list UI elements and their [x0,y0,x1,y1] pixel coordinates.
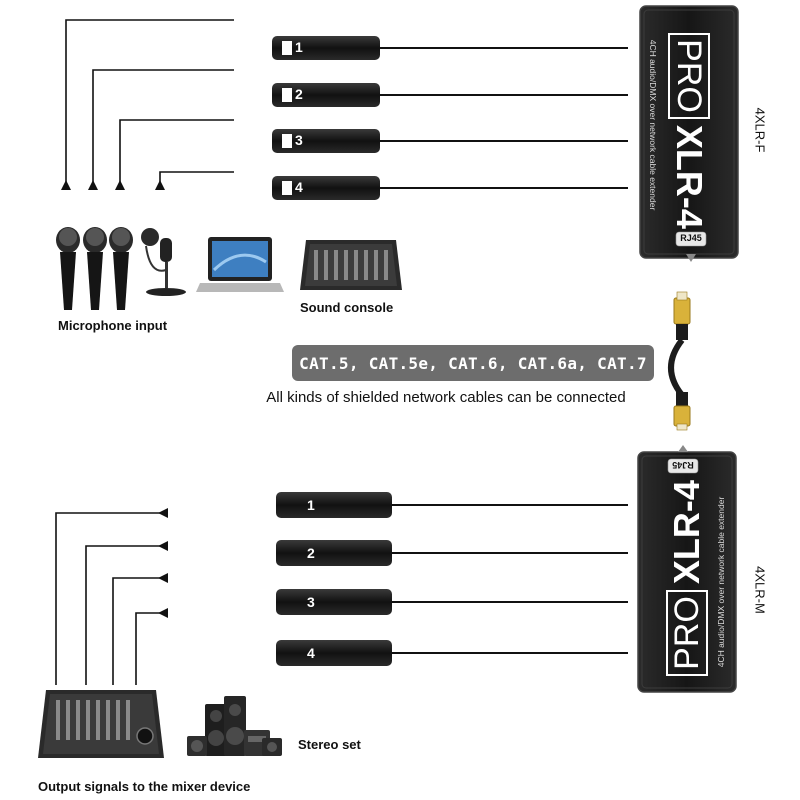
top-channel-3-label: 3 [295,132,303,148]
top-xlr-connectors [272,36,628,200]
bottom-channel-3-label: 3 [307,594,315,610]
bottom-device-brand: PRO [666,590,708,676]
shielded-cable-note: All kinds of shielded network cables can… [266,389,626,406]
bottom-arrowheads [158,508,168,618]
network-cable-icon [668,291,691,431]
microphone-icon [56,227,186,310]
top-channel-4-label: 4 [295,179,303,195]
bottom-extender-unit [637,445,737,693]
bottom-routing-lines [55,512,168,685]
bottom-channel-4-label: 4 [307,645,315,661]
bottom-xlr-connectors [276,492,628,666]
bottom-channel-2-label: 2 [307,545,315,561]
top-device-brand: PRO [668,33,710,119]
top-variant-label: 4XLR-F [752,107,768,153]
bottom-device-model: XLR-4 [666,480,707,585]
laptop-icon [196,237,284,292]
bottom-xlr-4 [276,640,628,666]
top-channel-1-label: 1 [295,39,303,55]
top-routing-lines [65,19,234,186]
top-arrowheads [61,180,165,190]
bottom-xlr-1 [276,492,628,518]
bottom-channel-1-label: 1 [307,497,315,513]
mixer-device-icon [38,690,164,758]
top-xlr-2 [272,83,628,107]
top-extender-unit [639,5,739,262]
top-xlr-4 [272,176,628,200]
top-rj45-label: RJ45 [680,233,702,243]
top-xlr-3 [272,129,628,153]
cable-types-badge: CAT.5, CAT.5e, CAT.6, CAT.6a, CAT.7 [292,345,654,381]
bottom-xlr-3 [276,589,628,615]
stereo-caption: Stereo set [298,737,361,752]
output-caption: Output signals to the mixer device [38,779,251,794]
top-xlr-1 [272,36,628,60]
microphone-caption: Microphone input [58,318,168,333]
top-device-model: XLR-4 [669,124,710,229]
sound-console-caption: Sound console [300,300,394,315]
bottom-rj45-label: RJ45 [672,460,694,470]
top-device-subtitle: 4CH audio/DMX over network cable extende… [648,39,658,211]
bottom-device-subtitle: 4CH audio/DMX over network cable extende… [716,496,726,668]
bottom-xlr-2 [276,540,628,566]
bottom-variant-label: 4XLR-M [752,566,768,614]
stereo-speakers-icon [187,696,282,756]
top-channel-2-label: 2 [295,86,303,102]
sound-console-icon [300,240,402,290]
